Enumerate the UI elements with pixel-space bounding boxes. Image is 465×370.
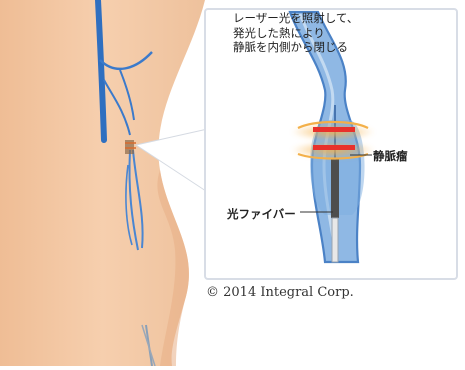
aneurysm-label: 静脈瘤 [373,148,408,164]
callout-line-1: レーザー光を照射して、 [233,11,443,26]
callout-line-3: 静脈を内側から閉じる [233,40,443,55]
callout-line-2: 発光した熱により [233,26,443,41]
copyright-text: © 2014 Integral Corp. [206,285,354,300]
callout-caption: レーザー光を照射して、 発光した熱により 静脈を内側から閉じる [233,11,443,55]
fiber-label: 光ファイバー [227,206,296,222]
